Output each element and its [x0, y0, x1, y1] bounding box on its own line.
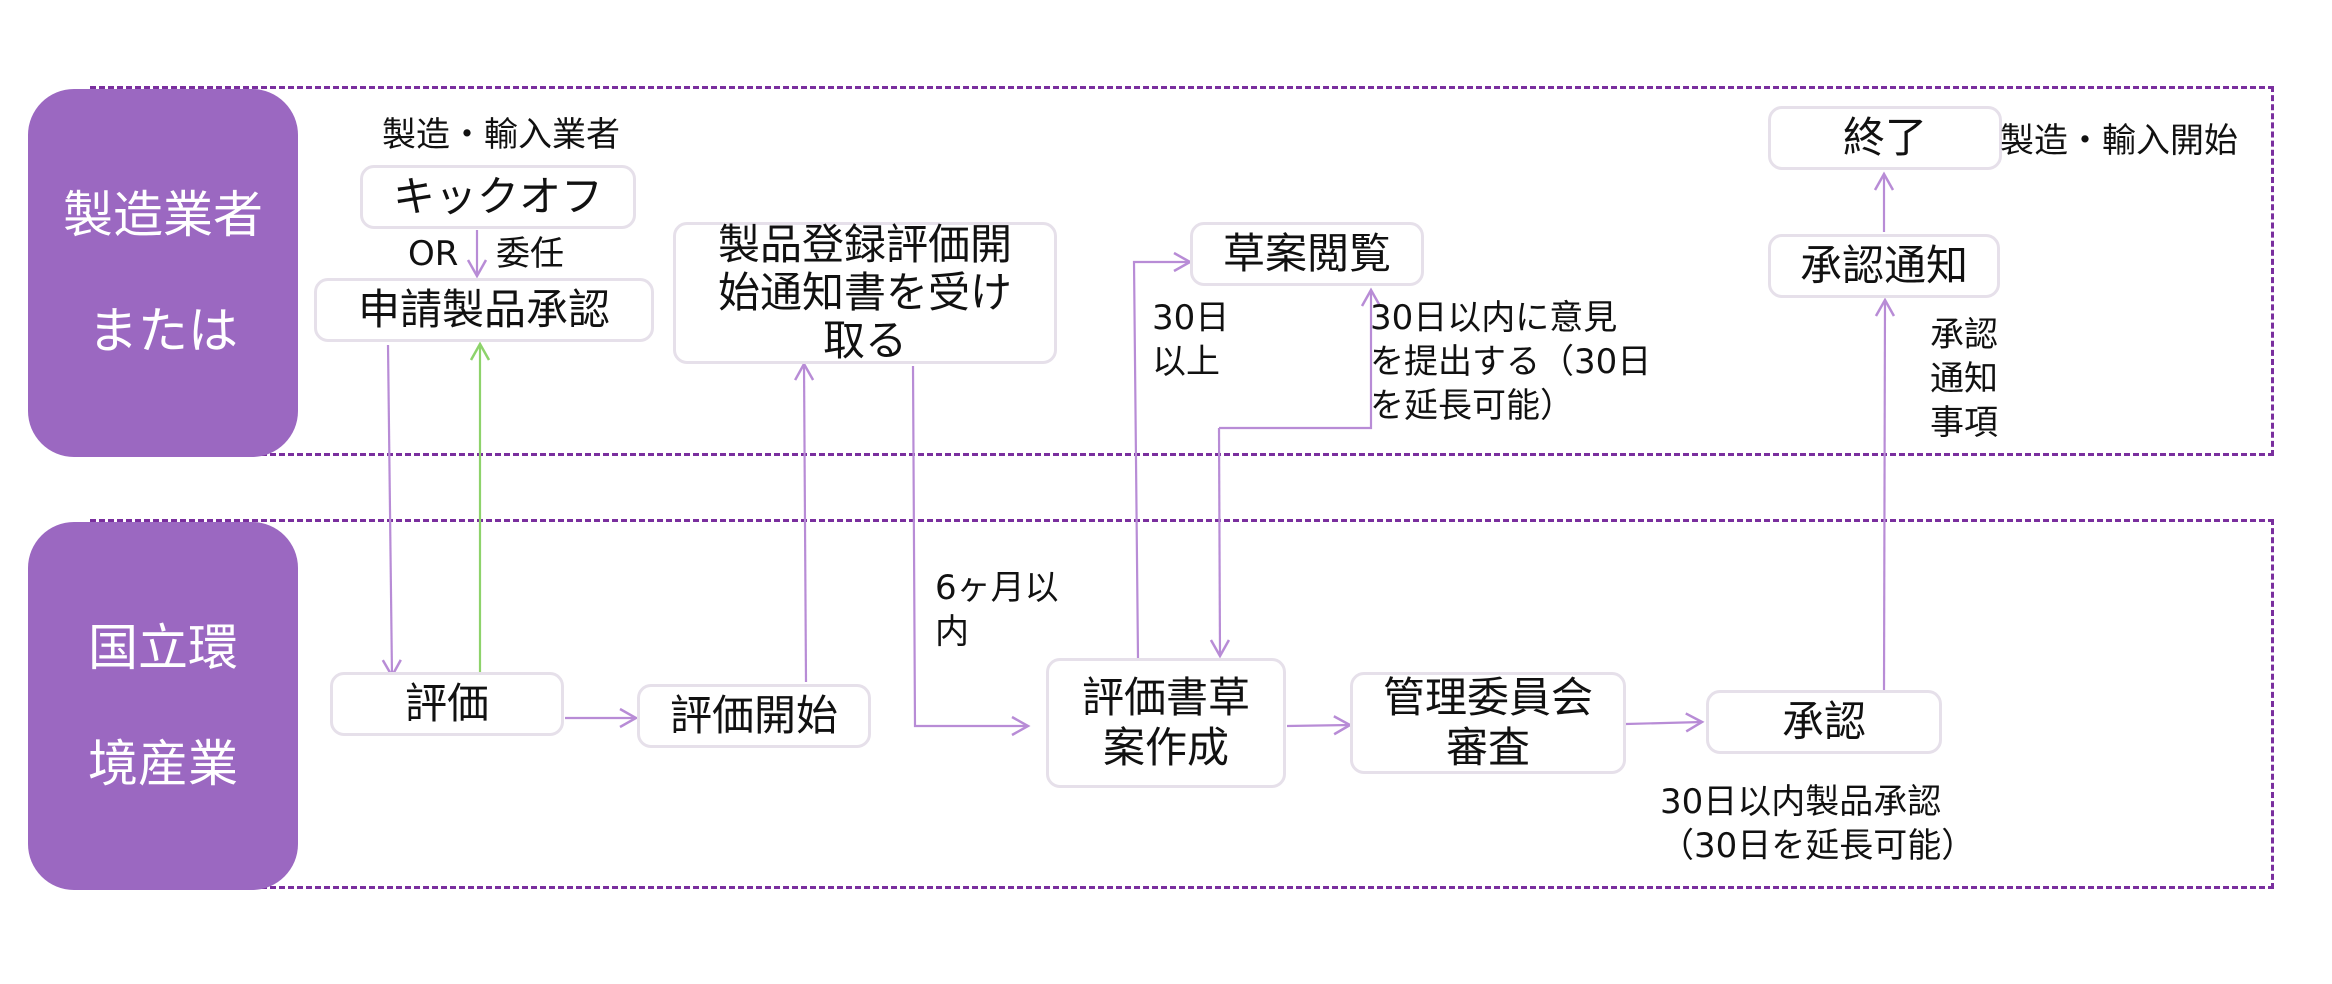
- institute-lane-label-line1: 国立環: [88, 619, 238, 677]
- or-note: OR: [408, 234, 459, 274]
- approval-node: 承認: [1706, 690, 1942, 754]
- committee-review-node: 管理委員会審査: [1350, 672, 1626, 774]
- institute-lane-label: 国立環 境産業: [28, 522, 298, 890]
- approval-notice-node: 承認通知: [1768, 234, 2000, 298]
- arrow-committee-to-approval: [1625, 712, 1705, 733]
- receive-notice-node: 製品登録評価開始通知書を受け取る: [673, 220, 1057, 365]
- manufacturer-lane-label: 製造業者 または: [28, 89, 298, 457]
- receive-notice-label: 製品登録評価開始通知書を受け取る: [717, 220, 1012, 365]
- thirty-days-note: 30日 以上: [1152, 298, 1230, 382]
- arrow-draft-report-to-draft-review: [1132, 251, 1193, 659]
- approval-notice-items-note: 承認 通知 事項: [1930, 315, 1998, 443]
- committee-review-label: 管理委員会審査: [1382, 673, 1593, 772]
- manufacturer-lane-label-line2: または: [88, 302, 238, 360]
- arrow-apply-to-evaluation: [381, 344, 402, 679]
- arrow-start-to-receive: [794, 361, 815, 683]
- draft-review-node: 草案閲覧: [1190, 222, 1424, 286]
- manufacturer-importer-note: 製造・輸入業者: [382, 115, 620, 155]
- manufacturer-lane-label-line1: 製造業者: [63, 186, 263, 244]
- evaluation-node: 評価: [330, 672, 564, 736]
- six-months-note: 6ヶ月以 内: [935, 568, 1059, 652]
- arrow-opinion-to-draft-report: [1209, 427, 1231, 659]
- evaluation-start-node: 評価開始: [637, 684, 871, 748]
- approval-within-30-note: 30日以内製品承認 （30日を延長可能）: [1660, 782, 1976, 866]
- arrow-approval-to-notice: [1874, 297, 1896, 691]
- arrow-receive-to-draft-report: [911, 365, 1031, 737]
- draft-report-node: 評価書草案作成: [1046, 658, 1286, 788]
- apply-approval-node: 申請製品承認: [314, 278, 654, 342]
- arrow-opinion-to-draft-review: [1219, 287, 1382, 430]
- draft-report-label: 評価書草案作成: [1081, 673, 1250, 772]
- institute-lane-label-line2: 境産業: [88, 735, 238, 793]
- start-manufacture-note: 製造・輸入開始: [2000, 121, 2238, 161]
- end-node: 終了: [1768, 106, 2002, 170]
- kickoff-node: キックオフ: [360, 165, 636, 229]
- delegate-note: 委任: [496, 234, 564, 274]
- arrow-draft-report-to-committee: [1286, 715, 1353, 736]
- submit-opinion-note: 30日以内に意見 を提出する（30日 を延長可能）: [1370, 298, 1652, 426]
